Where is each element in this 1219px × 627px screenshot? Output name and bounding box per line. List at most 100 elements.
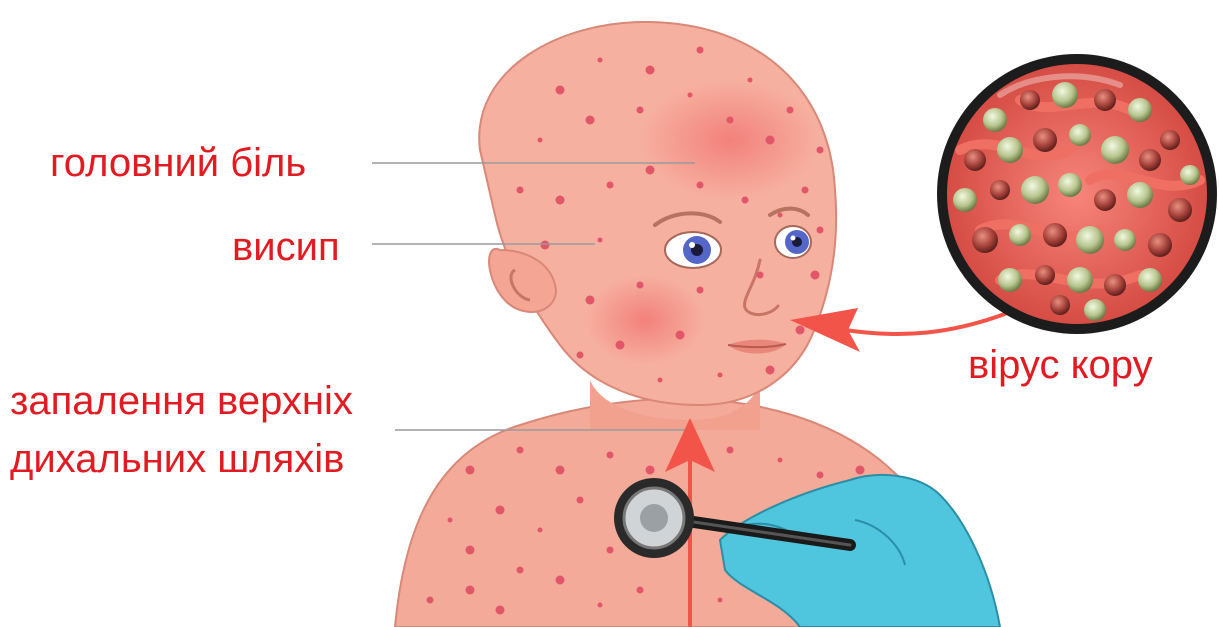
virus-particle xyxy=(1076,226,1104,254)
rash-spot xyxy=(607,182,614,189)
rash-spot xyxy=(766,366,775,375)
rash-spot xyxy=(718,598,723,603)
label-headache: головний біль xyxy=(50,140,306,186)
rash-spot xyxy=(637,107,644,114)
rash-spot xyxy=(778,213,783,218)
virus-particle xyxy=(1050,295,1070,315)
virus-particle xyxy=(1094,89,1116,111)
rash-spot xyxy=(787,107,794,114)
virus-particle xyxy=(983,108,1007,132)
rash-spot xyxy=(646,466,655,475)
virus-particle xyxy=(1160,130,1180,150)
rash-spot xyxy=(598,603,603,608)
rash-spot xyxy=(598,58,603,63)
rash-spot xyxy=(697,47,704,54)
rash-spot xyxy=(646,66,655,75)
rash-spot xyxy=(637,282,644,289)
rash-spot xyxy=(802,187,809,194)
virus-particle xyxy=(1139,149,1161,171)
rash-spot xyxy=(496,506,505,515)
rash-spot xyxy=(811,271,820,280)
label-airways-inflammation: запалення верхніх дихальних шляхів xyxy=(10,372,353,488)
rash-spot xyxy=(466,466,475,475)
virus-particle xyxy=(1180,165,1200,185)
virus-particle xyxy=(1094,189,1116,211)
rash-spot xyxy=(496,606,505,615)
virus-particle xyxy=(997,137,1023,163)
rash-spot xyxy=(742,197,749,204)
rash-spot xyxy=(778,458,783,463)
label-measles-virus: вірус кору xyxy=(968,342,1153,388)
virus-particle xyxy=(1021,176,1049,204)
virus-particle xyxy=(990,180,1010,200)
virus-particle xyxy=(1043,223,1067,247)
rash-spot xyxy=(517,567,524,574)
virus-particle xyxy=(1104,274,1126,296)
label-airways-line2: дихальних шляхів xyxy=(10,430,353,488)
virus-particle xyxy=(1148,233,1172,257)
virus-particle xyxy=(1033,128,1057,152)
rash-spot xyxy=(607,452,614,459)
virus-particle xyxy=(1114,229,1136,251)
virus-particle xyxy=(998,268,1022,292)
rash-spot xyxy=(817,472,824,479)
rash-spot xyxy=(556,86,565,95)
eye-left xyxy=(665,232,721,268)
head xyxy=(479,22,836,405)
virus-particle xyxy=(964,149,986,171)
rash-spot xyxy=(556,466,565,475)
rash-spot xyxy=(466,546,475,555)
virus-particle xyxy=(1009,224,1031,246)
rash-spot xyxy=(718,373,723,378)
virus-particle xyxy=(1127,182,1153,208)
rash-spot xyxy=(556,196,565,205)
virus-particle xyxy=(1035,265,1055,285)
eye-right xyxy=(775,226,811,258)
label-rash: висип xyxy=(232,224,340,270)
rash-spot xyxy=(577,352,584,359)
rash-spot xyxy=(727,447,734,454)
rash-spot xyxy=(727,117,734,124)
magnifier-lens-icon xyxy=(937,54,1217,334)
virus-particle xyxy=(1084,299,1106,321)
rash-spot xyxy=(427,597,434,604)
rash-spot xyxy=(697,182,704,189)
rash-spot xyxy=(616,341,625,350)
rash-spot xyxy=(637,587,644,594)
rash-spot xyxy=(517,447,524,454)
rash-spot xyxy=(748,78,753,83)
rash-spot xyxy=(586,296,595,305)
rash-spot xyxy=(817,227,824,234)
rash-spot xyxy=(556,576,565,585)
virus-particle xyxy=(1052,82,1078,108)
virus-particle xyxy=(1020,90,1040,110)
rash-spot xyxy=(856,466,865,475)
rash-spot xyxy=(466,586,475,595)
rash-spot xyxy=(577,497,584,504)
label-airways-line1: запалення верхніх xyxy=(10,372,353,430)
rash-spot xyxy=(676,331,685,340)
virus-particle xyxy=(1128,98,1152,122)
rash-spot xyxy=(586,116,595,125)
rash-spot xyxy=(817,147,824,154)
rash-spot xyxy=(688,93,693,98)
virus-particle xyxy=(1067,267,1093,293)
rash-spot xyxy=(646,166,655,175)
rash-spot xyxy=(796,326,805,335)
rash-spot xyxy=(658,378,663,383)
rash-spot xyxy=(448,518,453,523)
virus-particle xyxy=(972,227,998,253)
rash-spot xyxy=(697,287,704,294)
virus-particle xyxy=(1138,268,1162,292)
rash-spot xyxy=(538,528,543,533)
virus-particle xyxy=(953,188,977,212)
virus-particle xyxy=(1101,136,1129,164)
virus-particle xyxy=(1058,173,1082,197)
virus-particle xyxy=(1069,124,1091,146)
rash-spot xyxy=(757,272,764,279)
rash-spot xyxy=(517,187,524,194)
rash-spot xyxy=(607,547,614,554)
virus-particle xyxy=(1168,198,1192,222)
